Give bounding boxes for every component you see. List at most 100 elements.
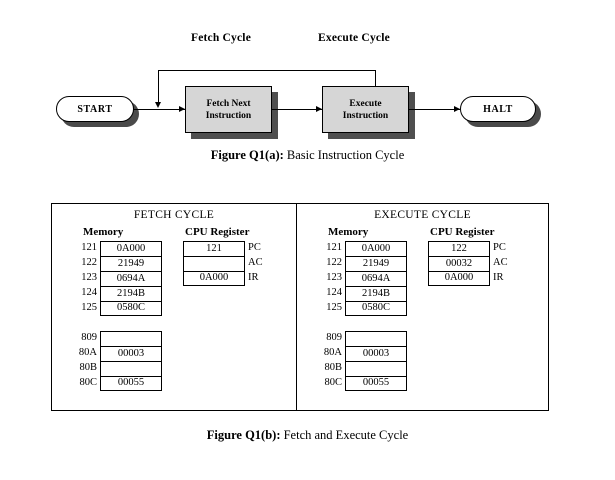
figure-a-caption-text: Basic Instruction Cycle bbox=[283, 148, 405, 162]
memory-row: 122 21949 bbox=[319, 256, 407, 271]
memory-row: 80C 00055 bbox=[74, 376, 162, 391]
register-value: 00032 bbox=[428, 256, 490, 271]
fetch-memory-block-2: 809 80A 00003 80B 80C 00055 bbox=[74, 331, 162, 391]
memory-value: 0580C bbox=[100, 301, 162, 316]
memory-address: 121 bbox=[81, 242, 97, 254]
execute-cycle-label: Execute Cycle bbox=[318, 32, 390, 44]
instruction-cycle-diagram: Fetch Cycle Execute Cycle START Fetch Ne… bbox=[0, 0, 615, 180]
execute-cycle-panel-title: EXECUTE CYCLE bbox=[374, 209, 471, 221]
register-row: 121 PC bbox=[183, 241, 271, 256]
memory-row: 121 0A000 bbox=[74, 241, 162, 256]
arrowhead-right-icon bbox=[454, 105, 460, 112]
memory-address: 121 bbox=[326, 242, 342, 254]
connector-start-to-fetch bbox=[134, 109, 185, 110]
register-name: IR bbox=[248, 272, 259, 284]
memory-row: 124 2194B bbox=[319, 286, 407, 301]
memory-row: 125 0580C bbox=[74, 301, 162, 316]
arrowhead-right-icon bbox=[179, 105, 185, 112]
memory-value: 0A000 bbox=[345, 241, 407, 256]
memory-address: 80A bbox=[323, 347, 342, 359]
register-name: PC bbox=[248, 242, 261, 254]
memory-value: 2194B bbox=[100, 286, 162, 301]
execute-memory-block-2: 809 80A 00003 80B 80C 00055 bbox=[319, 331, 407, 391]
memory-row: 124 2194B bbox=[74, 286, 162, 301]
start-node-label: START bbox=[56, 96, 134, 122]
memory-row: 80B bbox=[74, 361, 162, 376]
register-value: 0A000 bbox=[183, 271, 245, 286]
memory-row: 125 0580C bbox=[319, 301, 407, 316]
register-name: PC bbox=[493, 242, 506, 254]
memory-row: 809 bbox=[319, 331, 407, 346]
execute-instruction-node: Execute Instruction bbox=[322, 86, 415, 139]
memory-value: 2194B bbox=[345, 286, 407, 301]
memory-address: 80B bbox=[79, 362, 97, 374]
execute-memory-heading: Memory bbox=[328, 226, 369, 238]
start-node: START bbox=[56, 96, 139, 127]
feedback-loop-descender bbox=[158, 70, 159, 103]
register-row: AC bbox=[183, 256, 271, 271]
memory-row: 80A 00003 bbox=[74, 346, 162, 361]
execute-memory-block-1: 121 0A000 122 21949 123 0694A 124 2194B … bbox=[319, 241, 407, 316]
feedback-loop-riser bbox=[375, 70, 376, 87]
memory-row: 80B bbox=[319, 361, 407, 376]
memory-address: 124 bbox=[81, 287, 97, 299]
memory-address: 123 bbox=[326, 272, 342, 284]
fetch-node-body: Fetch Next Instruction bbox=[185, 86, 272, 133]
figure-b-caption-text: Fetch and Execute Cycle bbox=[280, 428, 409, 442]
memory-value: 00003 bbox=[345, 346, 407, 361]
connector-execute-to-halt bbox=[409, 109, 460, 110]
fetch-cpu-register-heading: CPU Register bbox=[185, 226, 250, 238]
memory-value bbox=[345, 331, 407, 346]
figure-b-caption-label: Figure Q1(b): bbox=[206, 428, 281, 442]
memory-value: 0694A bbox=[100, 271, 162, 286]
memory-row: 121 0A000 bbox=[319, 241, 407, 256]
fetch-node-label-line2: Instruction bbox=[205, 110, 252, 121]
memory-address: 809 bbox=[326, 332, 342, 344]
execute-cycle-panel: EXECUTE CYCLE Memory 121 0A000 122 21949… bbox=[297, 204, 548, 410]
fetch-cycle-label: Fetch Cycle bbox=[191, 32, 251, 44]
connector-fetch-to-execute bbox=[272, 109, 322, 110]
fetch-execute-cycle-panel: FETCH CYCLE Memory 121 0A000 122 21949 1… bbox=[51, 203, 549, 411]
memory-row: 123 0694A bbox=[319, 271, 407, 286]
memory-value bbox=[100, 331, 162, 346]
memory-address: 124 bbox=[326, 287, 342, 299]
register-value: 121 bbox=[183, 241, 245, 256]
fetch-register-block: 121 PC AC 0A000 IR bbox=[183, 241, 271, 286]
memory-address: 80C bbox=[324, 377, 342, 389]
fetch-next-instruction-node: Fetch Next Instruction bbox=[185, 86, 278, 139]
memory-row: 122 21949 bbox=[74, 256, 162, 271]
memory-value: 00055 bbox=[345, 376, 407, 391]
register-row: 00032 AC bbox=[428, 256, 516, 271]
memory-address: 122 bbox=[326, 257, 342, 269]
memory-address: 125 bbox=[81, 302, 97, 314]
register-row: 0A000 IR bbox=[183, 271, 271, 286]
memory-value: 00055 bbox=[100, 376, 162, 391]
fetch-memory-heading: Memory bbox=[83, 226, 124, 238]
fetch-memory-block-1: 121 0A000 122 21949 123 0694A 124 2194B … bbox=[74, 241, 162, 316]
memory-value: 21949 bbox=[100, 256, 162, 271]
register-row: 122 PC bbox=[428, 241, 516, 256]
memory-address: 809 bbox=[81, 332, 97, 344]
memory-address: 80B bbox=[324, 362, 342, 374]
register-value bbox=[183, 256, 245, 271]
memory-address: 80A bbox=[78, 347, 97, 359]
memory-value: 21949 bbox=[345, 256, 407, 271]
execute-register-block: 122 PC 00032 AC 0A000 IR bbox=[428, 241, 516, 286]
register-value: 0A000 bbox=[428, 271, 490, 286]
halt-node: HALT bbox=[460, 96, 541, 127]
memory-address: 125 bbox=[326, 302, 342, 314]
feedback-loop-top bbox=[158, 70, 376, 71]
memory-row: 809 bbox=[74, 331, 162, 346]
memory-value: 0694A bbox=[345, 271, 407, 286]
register-name: AC bbox=[493, 257, 508, 269]
arrowhead-right-icon bbox=[316, 105, 322, 112]
fetch-cycle-panel-title: FETCH CYCLE bbox=[133, 209, 215, 221]
memory-row: 123 0694A bbox=[74, 271, 162, 286]
memory-address: 123 bbox=[81, 272, 97, 284]
memory-value bbox=[100, 361, 162, 376]
execute-node-label-line1: Execute bbox=[349, 98, 382, 109]
execute-node-body: Execute Instruction bbox=[322, 86, 409, 133]
arrowhead-down-icon bbox=[154, 102, 161, 108]
figure-b-caption: Figure Q1(b): Fetch and Execute Cycle bbox=[0, 428, 615, 443]
memory-row: 80A 00003 bbox=[319, 346, 407, 361]
